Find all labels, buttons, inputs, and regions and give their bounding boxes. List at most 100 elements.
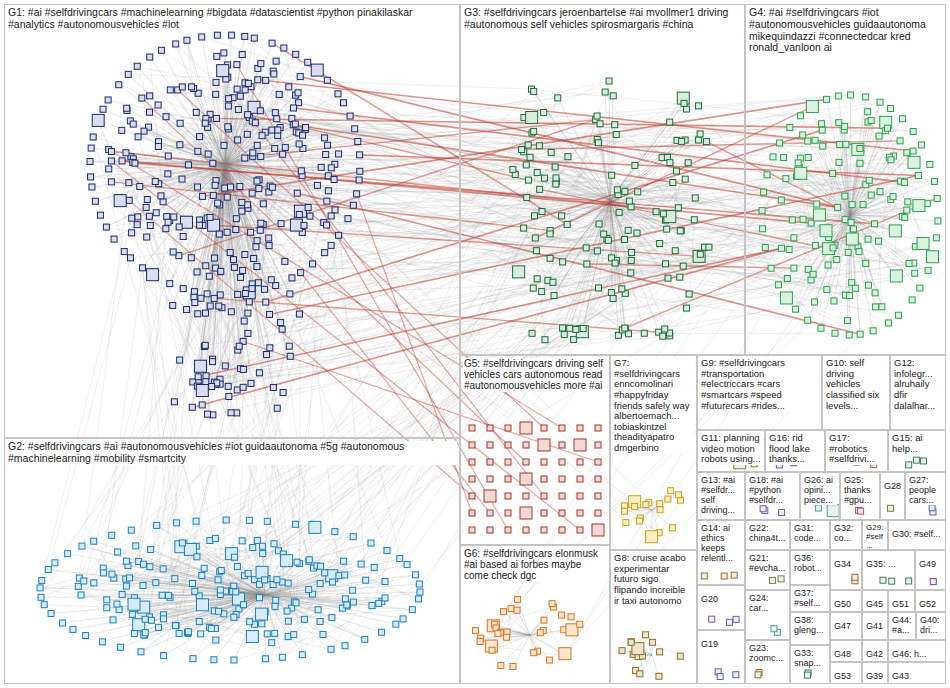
vertex-avatar <box>222 185 228 191</box>
vertex-avatar <box>289 275 295 281</box>
vertex-avatar <box>91 580 97 586</box>
vertex-avatar <box>180 234 186 240</box>
vertex-avatar <box>255 608 267 620</box>
vertex-avatar <box>228 184 234 190</box>
vertex-avatar <box>81 578 87 584</box>
vertex-avatar <box>111 236 117 242</box>
network-edge <box>136 205 220 546</box>
vertex-avatar <box>344 602 350 608</box>
network-edge <box>576 108 891 329</box>
vertex-avatar <box>363 577 369 583</box>
network-edge <box>526 98 557 165</box>
vertex-avatar <box>284 608 290 614</box>
vertex-avatar <box>205 151 211 157</box>
vertex-avatar <box>92 114 104 126</box>
network-edge <box>265 610 318 659</box>
vertex-avatar <box>224 194 230 200</box>
network-edge <box>665 269 808 329</box>
vertex-avatar <box>110 617 116 623</box>
vertex-avatar <box>393 621 399 627</box>
vertex-avatar <box>108 179 114 185</box>
network-edge <box>145 592 420 633</box>
vertex-avatar <box>173 41 179 47</box>
vertex-avatar <box>190 656 196 662</box>
vertex-avatar <box>242 252 248 258</box>
network-edge <box>179 633 193 658</box>
vertex-avatar <box>211 295 217 301</box>
network-edge <box>139 217 167 562</box>
vertex-avatar <box>274 405 280 411</box>
vertex-avatar <box>296 141 302 147</box>
vertex-avatar <box>298 270 304 276</box>
vertex-avatar <box>226 96 232 102</box>
network-edge <box>208 95 850 154</box>
network-edge <box>225 108 293 165</box>
network-edge <box>265 537 353 595</box>
vertex-avatar <box>286 343 292 349</box>
network-edge <box>850 215 920 288</box>
vertex-avatar <box>131 630 137 636</box>
vertex-avatar <box>158 193 164 199</box>
vertex-avatar <box>92 198 98 204</box>
vertex-avatar <box>233 216 239 222</box>
vertex-avatar <box>195 311 201 317</box>
vertex-avatar <box>307 213 313 219</box>
vertex-avatar <box>239 52 245 58</box>
vertex-avatar <box>258 220 264 226</box>
vertex-avatar <box>248 229 254 235</box>
vertex-avatar <box>357 168 363 174</box>
vertex-avatar <box>329 615 335 621</box>
network-edge <box>90 161 794 237</box>
vertex-avatar <box>172 576 178 582</box>
network-vertices <box>37 32 941 679</box>
network-edge <box>309 543 371 560</box>
vertex-avatar <box>240 602 246 608</box>
vertex-avatar <box>270 384 276 390</box>
vertex-avatar <box>129 215 135 221</box>
vertex-avatar <box>262 577 268 583</box>
network-edge <box>610 200 687 308</box>
vertex-avatar <box>291 632 297 638</box>
network-edge <box>137 66 225 165</box>
vertex-avatar <box>255 77 261 83</box>
vertex-avatar <box>318 164 324 170</box>
network-edge <box>81 150 522 595</box>
vertex-avatar <box>176 630 182 636</box>
vertex-avatar <box>204 291 210 297</box>
network-edge <box>540 189 829 248</box>
network-edge <box>187 40 200 136</box>
vertex-avatar <box>170 302 176 308</box>
vertex-avatar <box>242 33 248 39</box>
vertex-avatar <box>234 86 240 92</box>
vertex-avatar <box>231 264 237 270</box>
network-edge <box>142 98 526 462</box>
vertex-avatar <box>289 115 295 121</box>
network-edge <box>194 165 225 297</box>
vertex-avatar <box>159 592 165 598</box>
vertex-avatar <box>196 618 202 624</box>
vertex-avatar <box>171 214 177 220</box>
network-edge <box>668 278 786 298</box>
vertex-avatar <box>87 158 93 164</box>
vertex-avatar <box>248 380 254 386</box>
vertex-avatar <box>278 320 284 326</box>
vertex-avatar <box>114 601 120 607</box>
vertex-avatar <box>342 643 348 649</box>
network-edge <box>491 646 565 656</box>
vertex-avatar <box>341 558 347 564</box>
vertex-avatar <box>272 110 278 116</box>
vertex-avatar <box>234 62 240 68</box>
network-edge <box>94 541 265 595</box>
vertex-avatar <box>275 127 281 133</box>
network-edge <box>78 183 129 587</box>
network-edge <box>259 239 624 597</box>
vertex-avatar <box>357 152 363 158</box>
vertex-avatar <box>249 190 255 196</box>
vertex-avatar <box>234 387 240 393</box>
vertex-avatar <box>242 87 248 93</box>
network-edge <box>522 141 900 150</box>
vertex-avatar <box>328 165 334 171</box>
network-edge <box>188 336 663 633</box>
network-edge <box>667 229 826 231</box>
vertex-avatar <box>269 127 275 133</box>
